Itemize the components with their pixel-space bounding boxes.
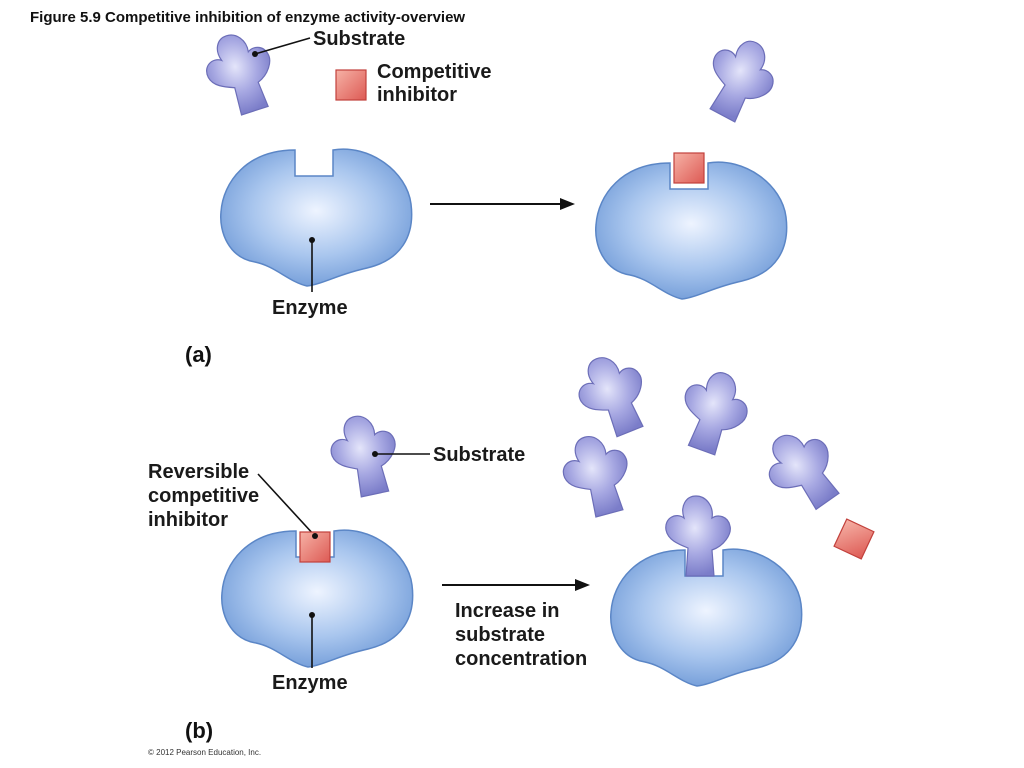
reaction-arrow [442,579,590,591]
panel-b: Substrate Reversible competitive inhibit… [148,345,875,743]
enzyme-label: Enzyme [272,672,348,694]
bound-inhibitor [673,152,705,184]
inhibitor-label-line2: competitive [148,485,259,507]
enzyme-leader-dot [309,237,315,243]
inhibitor-label-line1: Competitive [377,61,491,83]
inhibitor-label-line2: inhibitor [377,84,457,106]
panel-a-label: (a) [185,342,212,367]
enzyme-label: Enzyme [272,297,348,319]
substrate-label: Substrate [433,444,525,466]
copyright-notice: © 2012 Pearson Education, Inc. [148,748,261,757]
inhibitor-label-line3: inhibitor [148,509,228,531]
arrow-label-line2: substrate [455,624,545,646]
arrow-label-line1: Increase in [455,600,560,622]
substrate-leader-dot [372,451,378,457]
free-substrate [753,417,853,522]
substrate-leader-line [254,37,311,55]
reaction-arrow [430,198,575,210]
arrow-label-line3: concentration [455,648,587,670]
competitive-inhibitor [335,69,367,101]
panel-a: Substrate Competitive inhibitor Enzyme (… [185,24,788,367]
free-substrate [555,427,640,523]
unbound-substrate [691,28,788,131]
substrate-leader-dot [252,51,258,57]
enzyme-empty [220,148,413,287]
inhibitor-leader-dot [312,533,318,539]
free-substrate [668,362,759,462]
figure-title: Figure 5.9 Competitive inhibition of enz… [30,9,465,26]
substrate-molecule [324,408,406,502]
enzyme-leader-dot [309,612,315,618]
substrate-label: Substrate [313,28,405,50]
substrate-molecule [196,24,285,122]
inhibitor-label-line1: Reversible [148,461,249,483]
inhibitor-leader-line [257,473,316,537]
panel-b-label: (b) [185,718,213,743]
free-substrate [567,345,659,445]
free-inhibitor [833,518,875,560]
